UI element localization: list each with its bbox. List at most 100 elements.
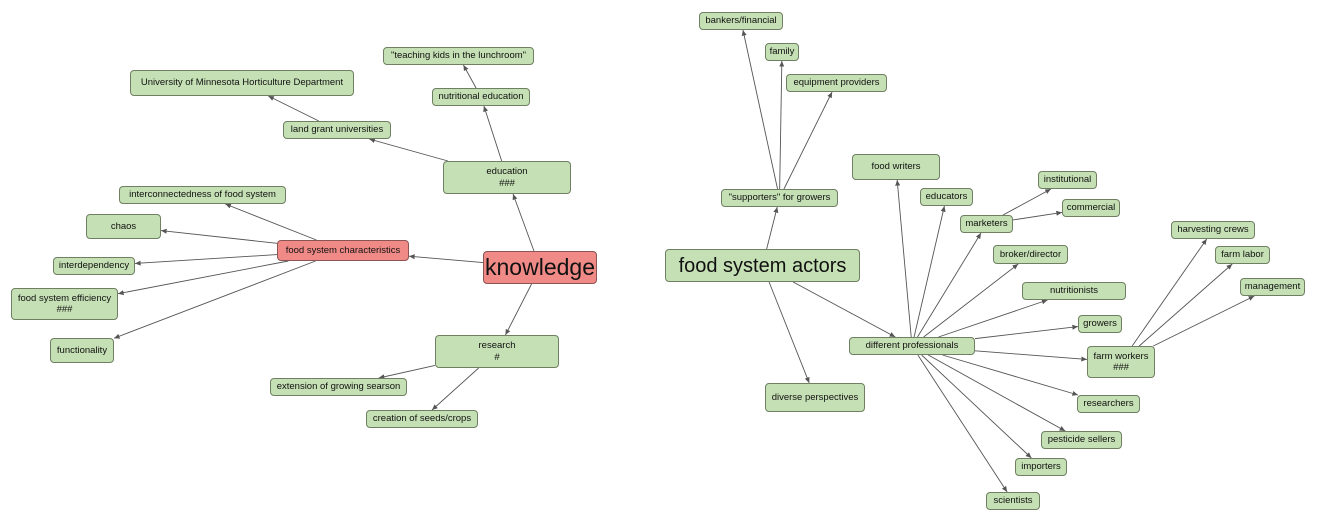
node-education[interactable]: education ### — [443, 161, 571, 194]
node-functionality[interactable]: functionality — [50, 338, 114, 363]
connector-education-land_grant — [369, 138, 449, 162]
node-interconnectedness[interactable]: interconnectedness of food system — [119, 186, 286, 204]
connector-fsc-efficiency — [117, 260, 289, 296]
connector-supporters-equipment — [783, 91, 833, 190]
node-importers[interactable]: importers — [1015, 458, 1067, 476]
node-label: research — [478, 340, 516, 352]
node-label: extension of growing searson — [276, 381, 401, 393]
node-label: marketers — [965, 218, 1008, 230]
connector-research-ext_season — [378, 364, 436, 380]
node-label: commercial — [1066, 202, 1116, 214]
node-institutional[interactable]: institutional — [1038, 171, 1097, 189]
node-extension-of-growing-season[interactable]: extension of growing searson — [270, 378, 407, 396]
node-farm-labor[interactable]: farm labor — [1215, 246, 1270, 264]
node-label: farm labor — [1221, 249, 1264, 261]
connector-marketers-commercial — [1012, 210, 1063, 221]
node-label: broker/director — [999, 248, 1062, 260]
node-rating: ### — [1113, 362, 1129, 373]
node-supporters-for-growers[interactable]: "supporters" for growers — [721, 189, 838, 207]
node-nutritional-education[interactable]: nutritional education — [432, 88, 530, 106]
node-label: educators — [925, 191, 968, 203]
node-label: food writers — [871, 161, 921, 173]
root-node-food-system-actors[interactable]: food system actors — [665, 249, 860, 282]
node-label: diverse perspectives — [771, 391, 859, 403]
node-label: researchers — [1083, 398, 1134, 410]
node-food-system-efficiency[interactable]: food system efficiency ### — [11, 288, 118, 320]
node-scientists[interactable]: scientists — [986, 492, 1040, 510]
root-node-knowledge[interactable]: knowledge — [483, 251, 597, 284]
connector-nutrition_edu-teaching_kids — [463, 64, 477, 89]
node-different-professionals[interactable]: different professionals — [849, 337, 975, 355]
node-rating: ### — [56, 304, 73, 315]
node-label: "teaching kids in the lunchroom" — [390, 50, 527, 62]
node-nutritionists[interactable]: nutritionists — [1022, 282, 1126, 300]
node-researchers[interactable]: researchers — [1077, 395, 1140, 413]
node-label: importers — [1021, 461, 1061, 473]
node-label: education — [486, 166, 528, 178]
connector-education-nutrition_edu — [483, 105, 503, 162]
connector-fsa-diverse — [768, 281, 810, 384]
node-diverse-perspectives[interactable]: diverse perspectives — [765, 383, 865, 412]
node-teaching-kids[interactable]: "teaching kids in the lunchroom" — [383, 47, 534, 65]
node-label: nutritionists — [1049, 285, 1099, 297]
node-broker-director[interactable]: broker/director — [993, 245, 1068, 264]
node-food-writers[interactable]: food writers — [852, 154, 940, 180]
connector-professionals-food_writers — [895, 179, 912, 338]
node-food-system-characteristics[interactable]: food system characteristics — [277, 240, 409, 261]
node-land-grant-universities[interactable]: land grant universities — [283, 121, 391, 139]
node-label: creation of seeds/crops — [372, 413, 472, 425]
node-label: equipment providers — [793, 77, 880, 89]
connector-farm_workers-farm_labor — [1138, 263, 1233, 347]
node-label: interconnectedness of food system — [129, 189, 276, 201]
connector-fsa-supporters — [766, 206, 779, 250]
node-label: nutritional education — [438, 91, 524, 103]
node-label: interdependency — [58, 260, 130, 272]
connector-fsc-chaos — [160, 228, 278, 244]
node-label: scientists — [993, 495, 1033, 507]
node-label: management — [1244, 281, 1301, 293]
node-management[interactable]: management — [1240, 278, 1305, 296]
connector-professionals-growers — [974, 324, 1079, 340]
node-label: institutional — [1043, 174, 1092, 186]
node-educators[interactable]: educators — [920, 188, 973, 206]
node-label: functionality — [56, 344, 108, 356]
connector-professionals-marketers — [917, 232, 982, 338]
node-label: food system actors — [678, 254, 847, 277]
connector-marketers-institutional — [1002, 188, 1052, 216]
node-label: "supporters" for growers — [728, 192, 831, 204]
node-label: harvesting crews — [1177, 224, 1249, 236]
node-label: growers — [1083, 318, 1117, 330]
node-label: food system characteristics — [285, 244, 401, 256]
node-growers[interactable]: growers — [1078, 315, 1122, 333]
connector-supporters-family — [779, 60, 785, 190]
connector-fsa-professionals — [792, 281, 896, 338]
node-interdependency[interactable]: interdependency — [53, 257, 135, 275]
node-commercial[interactable]: commercial — [1062, 199, 1120, 217]
node-equipment-providers[interactable]: equipment providers — [786, 74, 887, 92]
connector-knowledge-fsc — [408, 254, 484, 264]
node-label: pesticide sellers — [1047, 434, 1116, 446]
connector-research-seeds — [431, 367, 479, 411]
node-pesticide-sellers[interactable]: pesticide sellers — [1041, 431, 1122, 449]
node-farm-workers[interactable]: farm workers ### — [1087, 346, 1155, 378]
connector-knowledge-education — [512, 193, 535, 252]
connector-professionals-pesticide — [928, 354, 1066, 432]
node-bankers-financial[interactable]: bankers/financial — [699, 12, 783, 30]
connector-fsc-interconnected — [225, 203, 317, 241]
connector-farm_workers-harvesting — [1131, 238, 1208, 347]
node-chaos[interactable]: chaos — [86, 214, 161, 239]
node-research[interactable]: research # — [435, 335, 559, 368]
node-umn-horticulture[interactable]: University of Minnesota Horticulture Dep… — [130, 70, 354, 96]
node-label: land grant universities — [290, 124, 384, 136]
connector-land_grant-umn — [268, 95, 320, 122]
node-creation-of-seeds[interactable]: creation of seeds/crops — [366, 410, 478, 428]
node-marketers[interactable]: marketers — [960, 215, 1013, 233]
node-label: farm workers — [1093, 350, 1149, 362]
node-family[interactable]: family — [765, 43, 799, 61]
connector-professionals-importers — [921, 354, 1032, 459]
node-label: knowledge — [485, 253, 595, 280]
node-harvesting-crews[interactable]: harvesting crews — [1171, 221, 1255, 239]
node-label: bankers/financial — [705, 15, 777, 27]
